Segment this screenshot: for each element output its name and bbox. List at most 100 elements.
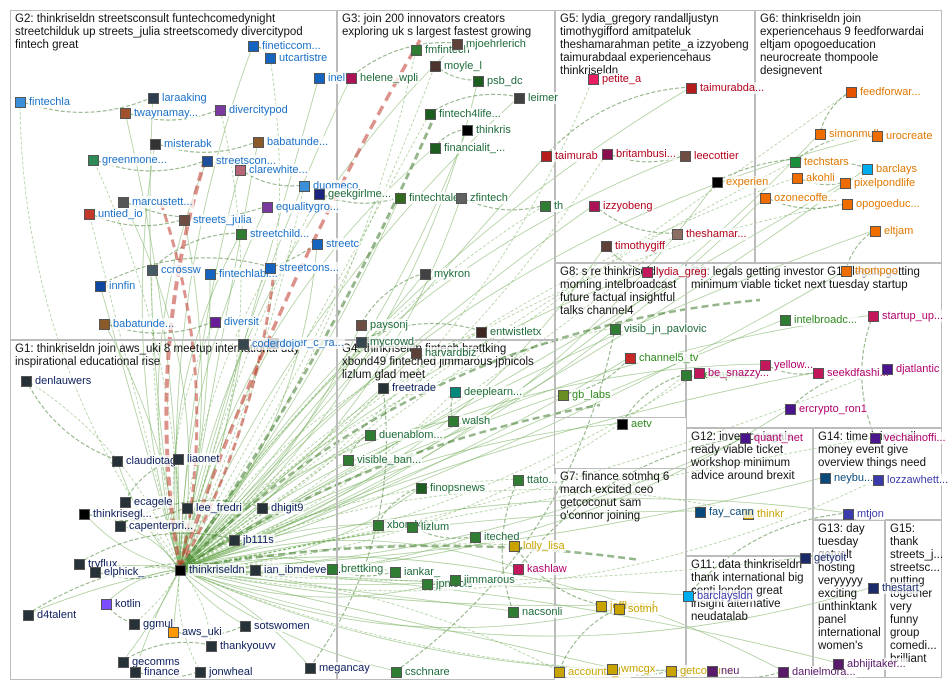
graph-node[interactable]: channel5_tv bbox=[625, 352, 700, 364]
graph-node[interactable]: ccrossw bbox=[147, 264, 202, 276]
graph-node[interactable]: yellow... bbox=[760, 359, 815, 371]
graph-node[interactable]: ian_ibmdevelo... bbox=[250, 564, 346, 576]
graph-node[interactable]: intelbroadc... bbox=[780, 314, 858, 326]
graph-node[interactable]: fintechlabl... bbox=[205, 268, 279, 280]
graph-node[interactable]: thestart bbox=[868, 582, 920, 594]
graph-node[interactable]: th bbox=[540, 200, 565, 212]
graph-node[interactable]: streetchild... bbox=[236, 228, 311, 240]
graph-node[interactable]: barclays bbox=[862, 163, 918, 175]
graph-node[interactable]: thompoo bbox=[841, 265, 899, 277]
graph-node[interactable]: getyolt bbox=[800, 552, 848, 564]
graph-node[interactable]: harvardbiz bbox=[411, 347, 478, 359]
graph-node[interactable]: experien bbox=[712, 176, 770, 188]
graph-node[interactable]: ttato... bbox=[513, 474, 559, 486]
graph-node[interactable]: psb_dc bbox=[473, 75, 524, 87]
graph-node[interactable]: visib_jn_pavlovic bbox=[610, 323, 708, 335]
graph-node[interactable]: lolly_lisa bbox=[509, 540, 566, 552]
graph-node[interactable]: brettking bbox=[327, 563, 385, 575]
graph-node[interactable]: ercrypto_ron1 bbox=[785, 403, 868, 415]
graph-node[interactable]: misterabk bbox=[150, 138, 213, 150]
graph-node[interactable]: pixelpondlife bbox=[840, 177, 917, 189]
graph-node[interactable]: paysonj bbox=[356, 319, 409, 331]
graph-node[interactable]: leecottier bbox=[680, 150, 740, 162]
graph-node[interactable]: helene_wpli bbox=[346, 72, 420, 84]
graph-node[interactable]: gb_labs bbox=[558, 389, 612, 401]
graph-node[interactable]: utcartistre bbox=[265, 52, 329, 64]
graph-node[interactable]: fintechtale... bbox=[395, 192, 470, 204]
graph-node[interactable]: aws_uki bbox=[168, 626, 223, 638]
graph-node[interactable]: djatlantic bbox=[882, 363, 941, 375]
graph-node[interactable]: streetc bbox=[312, 238, 361, 250]
graph-node[interactable]: clarewhite... bbox=[235, 164, 309, 176]
graph-node[interactable]: neu bbox=[707, 665, 741, 677]
graph-node[interactable]: simonmull bbox=[815, 128, 880, 140]
graph-node[interactable]: freetrade bbox=[378, 382, 438, 394]
graph-node[interactable]: urocreate bbox=[872, 130, 934, 142]
graph-node[interactable]: twaynamay... bbox=[120, 107, 199, 119]
graph-node[interactable]: izzyobeng bbox=[589, 200, 654, 212]
graph-node[interactable]: mycrowd bbox=[356, 336, 416, 348]
graph-node[interactable]: cschnare bbox=[391, 666, 451, 678]
graph-node[interactable]: streets_julia bbox=[179, 214, 253, 226]
graph-node[interactable]: jonwheal bbox=[195, 666, 254, 678]
graph-node[interactable]: iankar_ bbox=[390, 566, 442, 578]
graph-node[interactable]: denlauwers bbox=[21, 375, 93, 387]
graph-node[interactable]: jb111s bbox=[229, 534, 275, 546]
graph-node[interactable]: petite_a bbox=[588, 73, 643, 85]
graph-node[interactable]: marcustett... bbox=[118, 196, 194, 208]
graph-node[interactable]: zfintech bbox=[456, 192, 509, 204]
graph-node[interactable]: sotswomen bbox=[240, 620, 311, 632]
graph-node[interactable]: sotmh bbox=[614, 603, 659, 615]
graph-node[interactable]: greenmone... bbox=[88, 154, 168, 166]
graph-node[interactable]: taimurab bbox=[541, 150, 599, 162]
graph-node[interactable]: deeplearn... bbox=[450, 386, 524, 398]
graph-node[interactable]: thinkris bbox=[462, 124, 512, 136]
graph-node[interactable]: babatunde... bbox=[253, 136, 330, 148]
graph-node[interactable]: jimmarous bbox=[450, 574, 516, 586]
graph-node[interactable]: theshamar... bbox=[672, 228, 748, 240]
graph-node[interactable]: coderdojo bbox=[238, 338, 302, 350]
graph-node[interactable]: barclaysldn bbox=[683, 590, 754, 602]
graph-node[interactable]: aetv bbox=[617, 418, 653, 430]
graph-node[interactable]: ozonecoffe... bbox=[760, 192, 838, 204]
graph-node[interactable]: abhijitaker... bbox=[833, 658, 907, 670]
graph-node[interactable]: mykron bbox=[420, 268, 472, 280]
graph-node[interactable]: lizlum bbox=[407, 521, 451, 533]
graph-node[interactable]: inel bbox=[314, 72, 347, 84]
graph-node[interactable]: iteched bbox=[470, 531, 521, 543]
graph-node[interactable]: equalitygro... bbox=[262, 201, 340, 213]
graph-node[interactable]: gecomms bbox=[118, 656, 181, 668]
graph-node[interactable]: akohli bbox=[792, 172, 836, 184]
graph-node[interactable]: lee_fredri bbox=[182, 502, 243, 514]
graph-node[interactable]: eltjam bbox=[870, 225, 915, 237]
graph-node[interactable]: techstars bbox=[790, 156, 850, 168]
graph-node[interactable]: innfin bbox=[95, 280, 137, 292]
graph-node[interactable]: walsh bbox=[448, 415, 492, 427]
graph-node[interactable]: mtjon bbox=[843, 508, 885, 520]
graph-node[interactable]: thankyouvv bbox=[206, 640, 277, 652]
graph-node[interactable]: opogoeduc... bbox=[842, 198, 921, 210]
graph-node[interactable]: divercitypod bbox=[215, 104, 289, 116]
graph-node[interactable]: feedforwar... bbox=[846, 86, 922, 98]
graph-node[interactable]: geekgirlme... bbox=[314, 188, 392, 200]
graph-node[interactable]: claudiotag bbox=[112, 455, 178, 467]
graph-node[interactable]: vechainoffi... bbox=[870, 432, 947, 444]
graph-node[interactable]: elphick_ bbox=[90, 566, 146, 578]
graph-node[interactable]: lozzawhett... bbox=[873, 474, 950, 486]
graph-node[interactable]: ggmul bbox=[129, 618, 174, 630]
graph-node[interactable]: britambusi... bbox=[602, 148, 677, 160]
graph-node[interactable]: moyle_l bbox=[430, 60, 483, 72]
graph-node[interactable]: seekdfashi... bbox=[813, 367, 890, 379]
graph-node[interactable]: be_snazzy... bbox=[694, 367, 770, 379]
graph-node[interactable]: ecagele bbox=[120, 496, 174, 508]
graph-node[interactable]: dhigit9 bbox=[257, 502, 305, 514]
graph-node[interactable]: duenablom... bbox=[365, 429, 444, 441]
graph-node[interactable]: thinkrisegl... bbox=[79, 508, 153, 520]
graph-node[interactable]: liaonet bbox=[173, 453, 221, 465]
graph-node[interactable]: diversit bbox=[210, 316, 260, 328]
graph-node[interactable]: entwistletx bbox=[476, 326, 543, 338]
graph-node[interactable]: leimer bbox=[514, 92, 559, 104]
graph-node[interactable]: financialit_... bbox=[430, 142, 507, 154]
graph-node[interactable]: megancay bbox=[305, 662, 371, 674]
graph-node[interactable]: streetcons... bbox=[265, 262, 340, 274]
